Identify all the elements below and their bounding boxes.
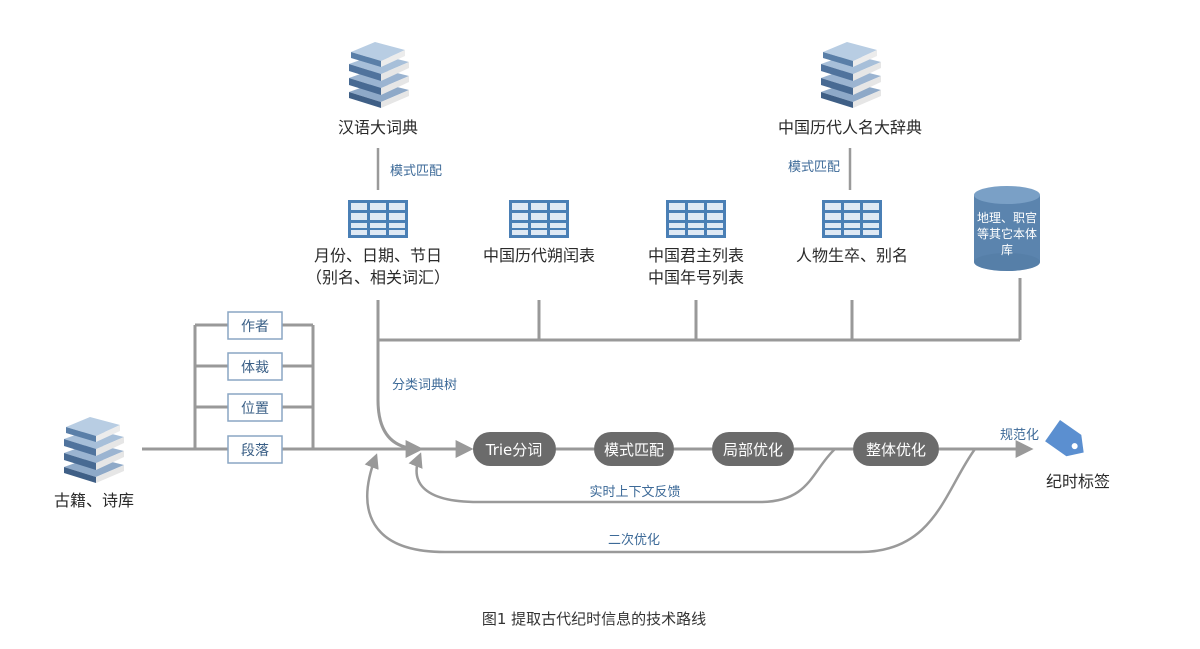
table-icon-dates xyxy=(348,200,408,238)
ontology-database-icon xyxy=(974,186,1040,271)
attribute-position-label: 位置 xyxy=(241,401,269,417)
pipeline-step-local: 局部优化 xyxy=(712,432,794,466)
table-label-dates-line1: 月份、日期、节日 xyxy=(314,246,442,265)
pipeline-global-label: 整体优化 xyxy=(866,441,926,459)
attribute-paragraph-label: 段落 xyxy=(241,443,269,459)
pipeline-step-trie: Trie分词 xyxy=(473,432,556,466)
realtime-feedback-loop xyxy=(408,448,836,504)
table-icon-person xyxy=(822,200,882,238)
table-label-calendar: 中国历代朔闰表 xyxy=(483,246,595,265)
corpus-icon xyxy=(64,417,124,483)
dict-tree-flow xyxy=(376,340,424,458)
pipeline-step-global: 整体优化 xyxy=(853,432,939,466)
edge-label-normalize: 规范化 xyxy=(1000,428,1039,443)
dictionary-hanyu-icon xyxy=(349,42,409,108)
figure-caption: 图1 提取古代纪时信息的技术路线 xyxy=(482,610,706,628)
edge-label-realtime-feedback: 实时上下文反馈 xyxy=(589,485,680,500)
table-label-person: 人物生卒、别名 xyxy=(796,246,908,265)
table-label-dates-line2: （别名、相关词汇） xyxy=(306,268,450,287)
pipeline-step-pattern: 模式匹配 xyxy=(594,432,674,466)
secondary-opt-loop xyxy=(364,448,977,554)
cylinder-label-line3: 库 xyxy=(1001,242,1013,257)
attribute-author-label: 作者 xyxy=(241,319,269,335)
pipeline-trie-label: Trie分词 xyxy=(485,441,543,459)
attribute-box-genre: 体裁 xyxy=(227,352,283,381)
edge-label-secondary-opt: 二次优化 xyxy=(608,532,660,548)
attribute-genre-label: 体裁 xyxy=(241,360,269,376)
table-label-monarch-line1: 中国君主列表 xyxy=(648,246,744,265)
table-icon-calendar xyxy=(509,200,569,238)
corpus-label: 古籍、诗库 xyxy=(54,491,134,510)
output-label: 纪时标签 xyxy=(1046,472,1110,491)
table-label-monarch-line2: 中国年号列表 xyxy=(648,268,744,287)
attribute-box-position: 位置 xyxy=(227,393,283,422)
dictionary-names-icon xyxy=(821,42,881,108)
pipeline-local-label: 局部优化 xyxy=(723,441,783,459)
attribute-box-paragraph: 段落 xyxy=(227,435,283,464)
cylinder-label-line2: 等其它本体 xyxy=(977,226,1037,241)
cylinder-label-line1: 地理、职官 xyxy=(977,210,1037,225)
dictionary-names-label: 中国历代人名大辞典 xyxy=(778,118,922,137)
attribute-box-author: 作者 xyxy=(227,311,283,340)
edge-label-pattern-match-2: 模式匹配 xyxy=(788,160,840,175)
pipeline-pattern-label: 模式匹配 xyxy=(604,441,664,459)
tag-icon xyxy=(1045,420,1084,457)
table-icon-monarch xyxy=(666,200,726,238)
edge-label-dict-tree: 分类词典树 xyxy=(392,378,457,393)
edge-label-pattern-match-1: 模式匹配 xyxy=(390,164,442,179)
dictionary-hanyu-label: 汉语大词典 xyxy=(338,118,418,137)
